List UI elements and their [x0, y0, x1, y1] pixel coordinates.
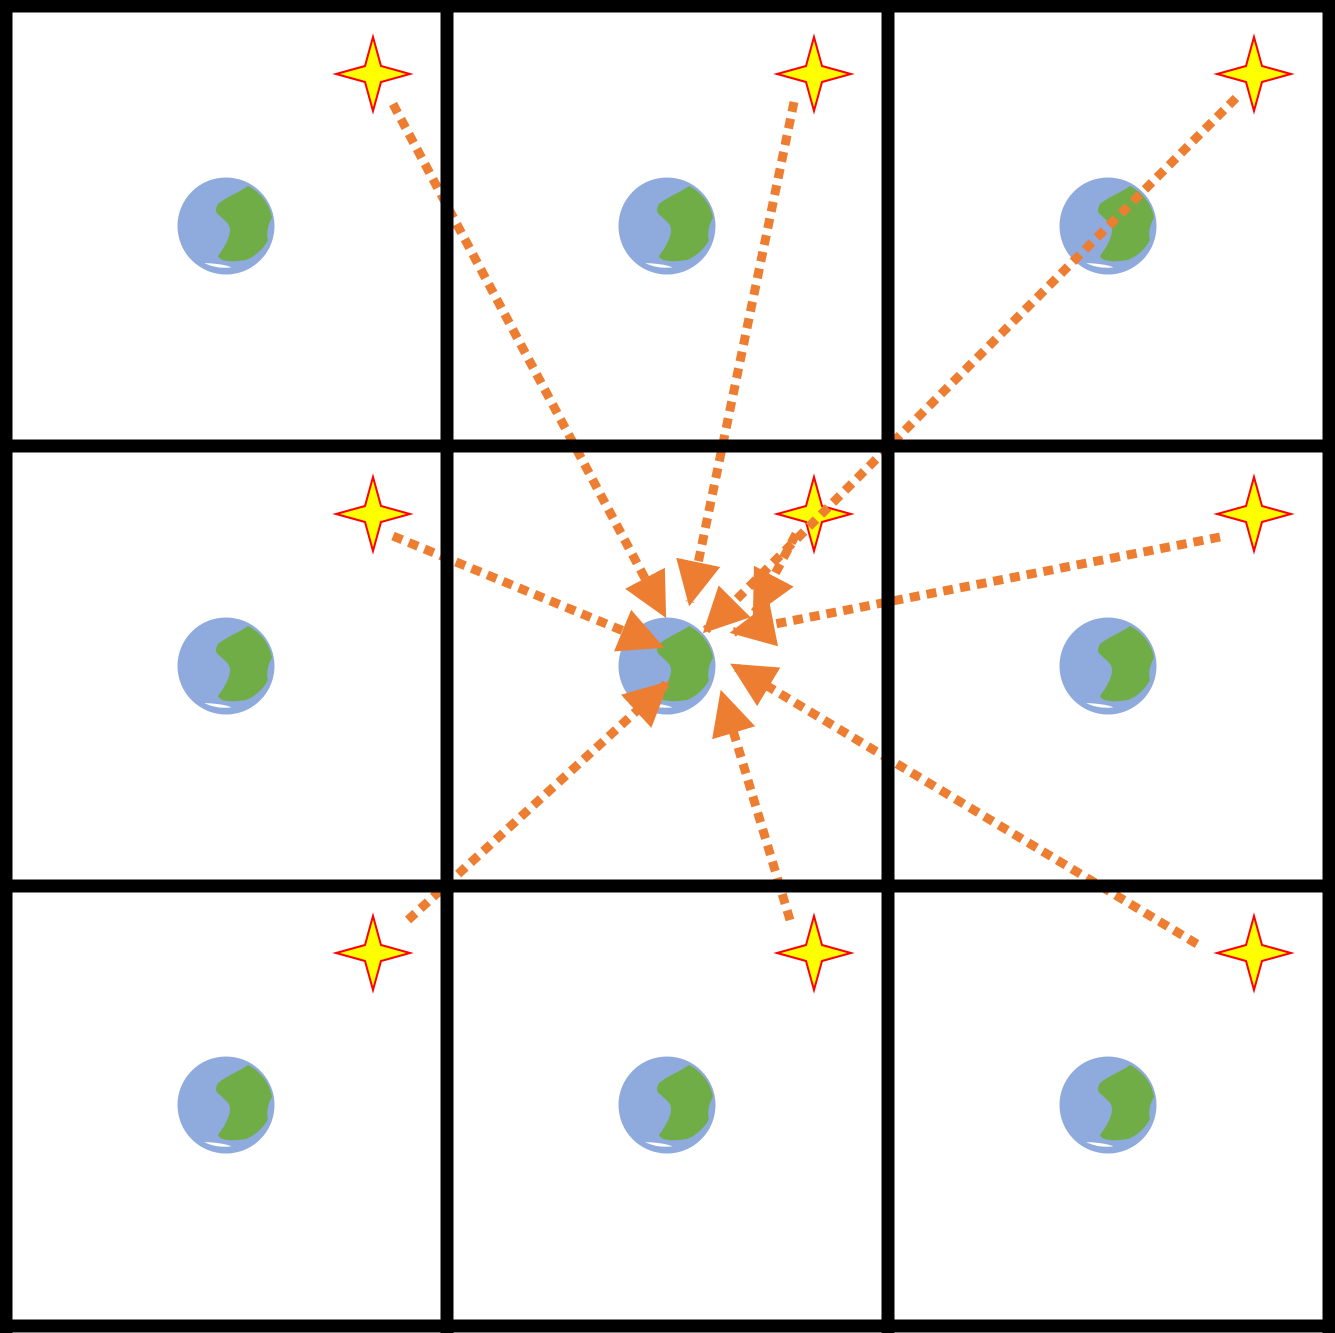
four-point-star-icon — [1213, 473, 1295, 555]
four-point-star-icon — [773, 473, 855, 555]
arrow-to-central-earth — [730, 662, 1200, 948]
four-point-star-icon — [332, 912, 414, 994]
four-point-star-icon — [1213, 33, 1295, 115]
earth-globe-icon — [177, 617, 275, 715]
earth-globe-icon — [177, 177, 275, 275]
four-point-star-icon — [1213, 912, 1295, 994]
arrow-to-central-earth — [702, 94, 1240, 634]
earth-globe-icon — [1059, 1056, 1157, 1154]
grid-line-vertical — [881, 0, 895, 1333]
arrow-to-central-earth — [729, 532, 1221, 647]
earth-globe-icon — [1059, 617, 1157, 715]
arrow-to-central-earth — [751, 531, 800, 616]
arrow-to-central-earth — [391, 531, 665, 652]
grid-line-horizontal — [0, 879, 1335, 893]
four-point-star-icon — [332, 473, 414, 555]
arrow-to-central-earth — [389, 101, 668, 618]
grid-cell — [618, 33, 855, 275]
grid-line-horizontal — [0, 0, 1335, 13]
grid-cell — [1059, 912, 1295, 1154]
grid-line-vertical — [1322, 0, 1335, 1333]
earth-globe-icon — [618, 1056, 716, 1154]
earth-globe-icon — [1059, 177, 1157, 275]
grid-cell — [177, 473, 414, 715]
four-point-star-icon — [773, 912, 855, 994]
grid-line-horizontal — [0, 1319, 1335, 1333]
grid-cell — [618, 912, 855, 1154]
grid-cell — [1059, 473, 1295, 715]
grid-line-horizontal — [0, 439, 1335, 453]
grid-cell — [1059, 33, 1295, 275]
four-point-star-icon — [332, 33, 414, 115]
arrow-to-central-earth — [676, 101, 799, 607]
four-point-star-icon — [773, 33, 855, 115]
earth-globe-icon — [618, 177, 716, 275]
grid-line-vertical — [0, 0, 13, 1333]
earth-globe-icon — [177, 1056, 275, 1154]
grid-cell — [177, 33, 414, 275]
grid-line-vertical — [440, 0, 454, 1333]
grid-cell — [177, 912, 414, 1154]
